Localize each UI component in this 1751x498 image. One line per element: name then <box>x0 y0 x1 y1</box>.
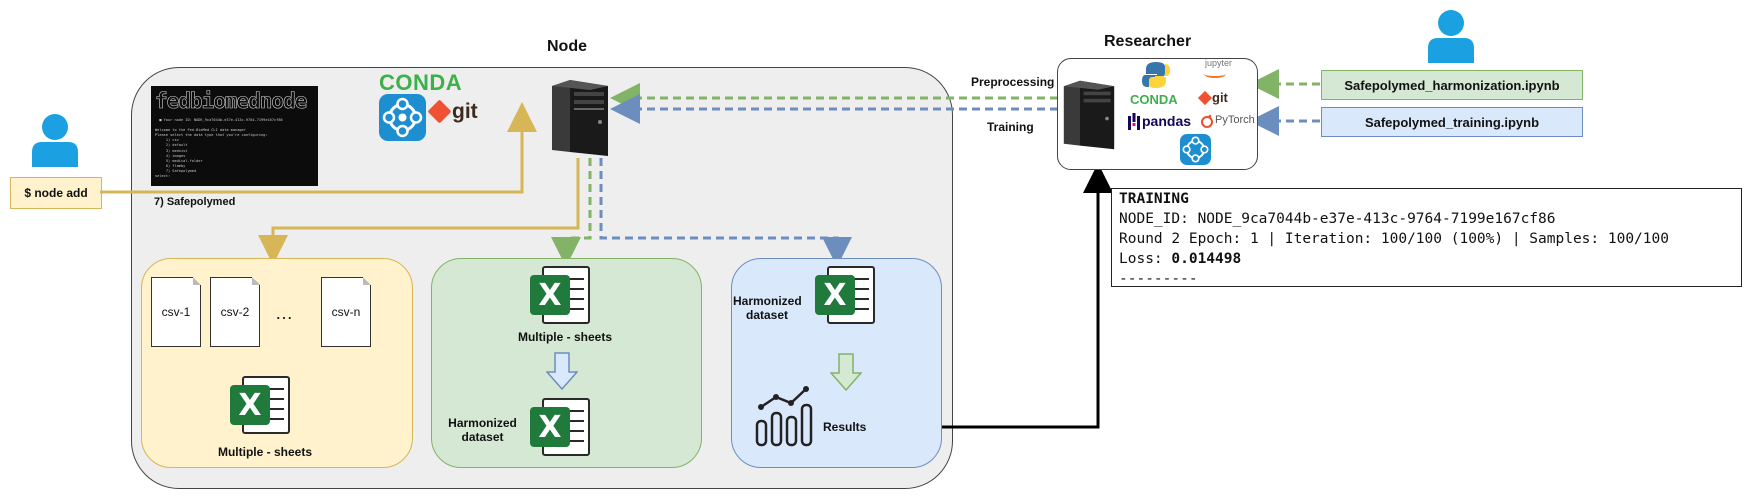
excel-icon: X <box>530 398 590 458</box>
console-loss-value: 0.014498 <box>1171 251 1242 267</box>
pandas-icon <box>1128 113 1140 133</box>
excel-icon: X <box>815 266 875 326</box>
harmonized-dataset-label: Harmonized dataset <box>448 416 517 444</box>
arrow-down-icon <box>545 352 579 391</box>
harmonized-dataset-label: Harmonized dataset <box>733 294 802 322</box>
csv-file-1: csv-1 <box>151 277 201 347</box>
terminal-logo: fedbiomednode <box>155 89 308 114</box>
console-separator: --------- <box>1119 271 1198 287</box>
training-notebook: Safepolymed_training.ipynb <box>1321 107 1583 137</box>
researcher-conda-logo: CONDA <box>1130 92 1178 107</box>
excel-icon: X <box>530 266 590 326</box>
multiple-sheets-label: Multiple - sheets <box>517 330 612 344</box>
preprocessing-label: Preprocessing <box>971 75 1055 89</box>
node-title: Node <box>547 38 587 55</box>
node-terminal: fedbiomednode ■ Your node ID: NODE_9ca70… <box>151 86 318 186</box>
node-server-icon <box>550 78 610 158</box>
terminal-output: ■ Your node ID: NODE_9ca7044b-e37e-413c-… <box>155 118 283 179</box>
conda-logo: CONDA <box>379 70 463 95</box>
researcher-server-icon <box>1062 75 1116 155</box>
training-label: Training <box>987 120 1034 134</box>
csv-ellipsis: … <box>275 303 293 323</box>
csv-file-2: csv-2 <box>210 277 260 347</box>
harmonization-notebook: Safepolymed_harmonization.ipynb <box>1321 70 1583 100</box>
console-round-line: Round 2 Epoch: 1 | Iteration: 100/100 (1… <box>1119 231 1669 247</box>
node-add-command: $ node add <box>10 177 102 209</box>
fedbiomed-icon <box>1180 134 1211 165</box>
terminal-caption: 7) Safepolymed <box>154 196 236 208</box>
researcher-user-icon <box>1426 8 1476 63</box>
console-loss-line: Loss: 0.014498 <box>1119 249 1741 269</box>
csv-file-n: csv-n <box>321 277 371 347</box>
pandas-label: pandas <box>1142 113 1192 129</box>
arrow-down-icon <box>829 353 863 392</box>
git-label: git <box>452 100 478 123</box>
multiple-sheets-label: Multiple - sheets <box>217 445 312 459</box>
console-heading: TRAINING <box>1119 191 1189 207</box>
excel-icon: X <box>230 376 290 436</box>
training-console: TRAINING NODE_ID: NODE_9ca7044b-e37e-413… <box>1111 188 1742 287</box>
fedbiomed-icon <box>379 94 426 141</box>
user-icon <box>30 112 80 167</box>
researcher-title: Researcher <box>1104 33 1192 50</box>
console-loss-label: Loss: <box>1119 251 1172 267</box>
researcher-git-label: git <box>1212 90 1228 105</box>
pytorch-label: PyTorch <box>1215 114 1255 126</box>
console-node-id: NODE_ID: NODE_9ca7044b-e37e-413c-9764-71… <box>1119 211 1556 227</box>
jupyter-orbit <box>1204 70 1226 78</box>
jupyter-icon: jupyter <box>1205 58 1233 68</box>
python-icon <box>1141 60 1171 90</box>
chart-icon <box>754 385 816 447</box>
results-label: Results <box>823 420 867 434</box>
pytorch-icon <box>1200 113 1214 129</box>
